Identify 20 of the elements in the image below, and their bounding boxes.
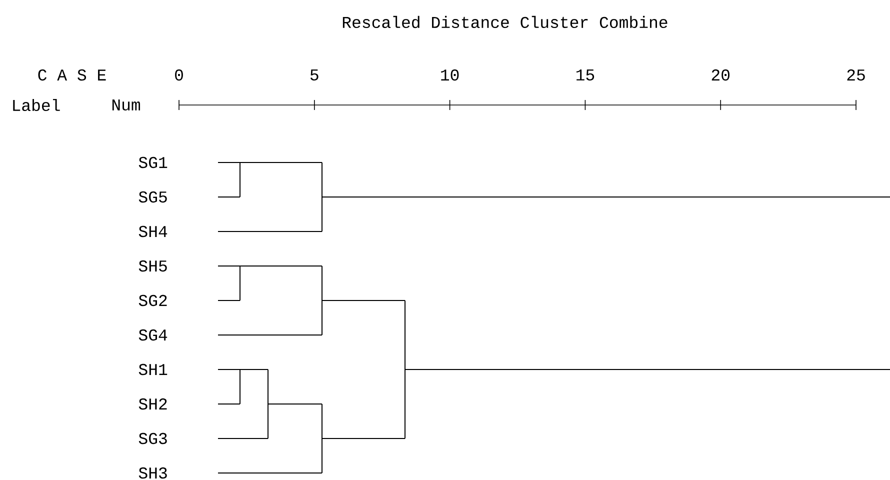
case-label: SG1: [138, 156, 168, 168]
case-label: SH1: [138, 364, 168, 376]
tick-label: 20: [710, 68, 732, 82]
case-label: SH5: [138, 260, 167, 272]
tick-label: 15: [574, 68, 596, 82]
case-label: SH4: [138, 226, 168, 238]
tick-label: 10: [438, 68, 461, 82]
case-label: SG4: [138, 329, 168, 341]
title: Rescaled Distance Cluster Combine: [342, 16, 668, 28]
case-label: SG5: [138, 191, 167, 203]
tick-label: 5: [308, 68, 320, 82]
column-header: Num: [110, 98, 142, 112]
tick-label: 25: [845, 68, 867, 82]
case-label: SG2: [138, 294, 167, 306]
case-header: C A S E: [36, 68, 108, 82]
case-label: SH3: [138, 467, 167, 479]
case-label: SH2: [138, 398, 167, 410]
tick-label: 0: [173, 68, 185, 82]
case-label: SG3: [138, 432, 167, 444]
column-header: Label: [10, 98, 62, 112]
